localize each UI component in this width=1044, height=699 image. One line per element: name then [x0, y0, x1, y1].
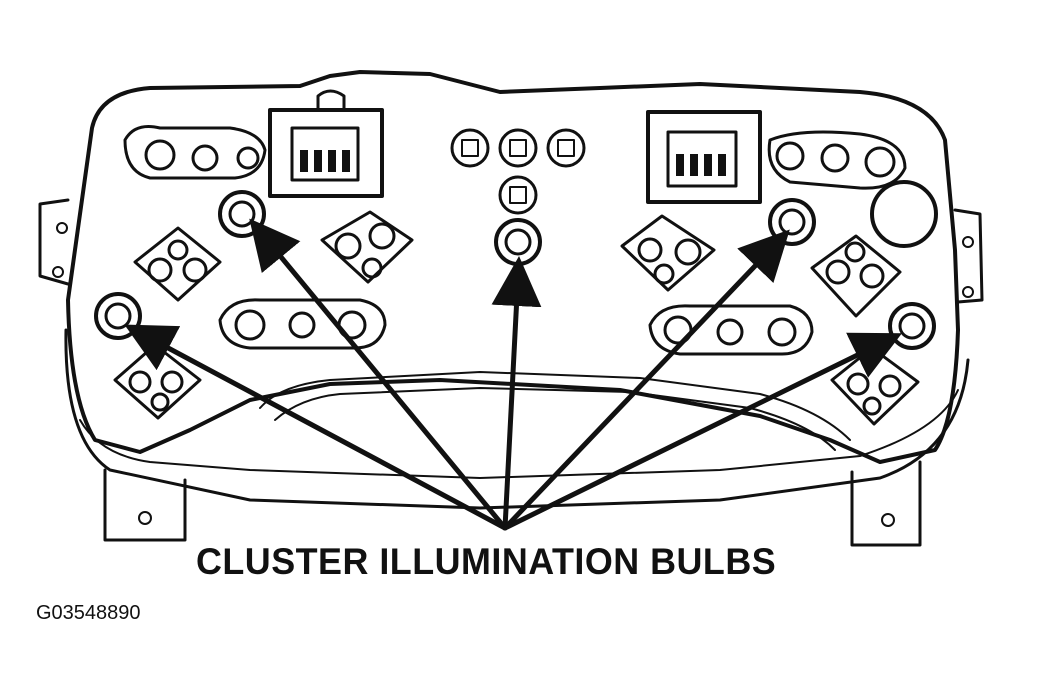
- cluster-housing: [38, 70, 984, 547]
- callout-label: CLUSTER ILLUMINATION BULBS: [196, 541, 777, 582]
- callout-arrows: [124, 218, 902, 531]
- arrow-bulb-left: [124, 324, 508, 531]
- figure-id: G03548890: [36, 602, 141, 624]
- bulb-center: [494, 218, 542, 266]
- bulb-left-upper: [218, 190, 266, 238]
- bulb-right: [888, 302, 936, 350]
- left-connector: [268, 89, 384, 198]
- arrow-bulb-center: [491, 256, 542, 531]
- bulb-right-upper: [768, 198, 816, 246]
- bulb-left: [94, 292, 142, 340]
- arrow-bulb-right: [502, 332, 902, 531]
- arrow-bulb-right-upper: [502, 229, 790, 531]
- right-connector: [646, 110, 762, 204]
- illumination-bulbs: [94, 190, 936, 350]
- arrow-bulb-left-upper: [249, 218, 508, 531]
- bulb-sockets: [113, 125, 938, 426]
